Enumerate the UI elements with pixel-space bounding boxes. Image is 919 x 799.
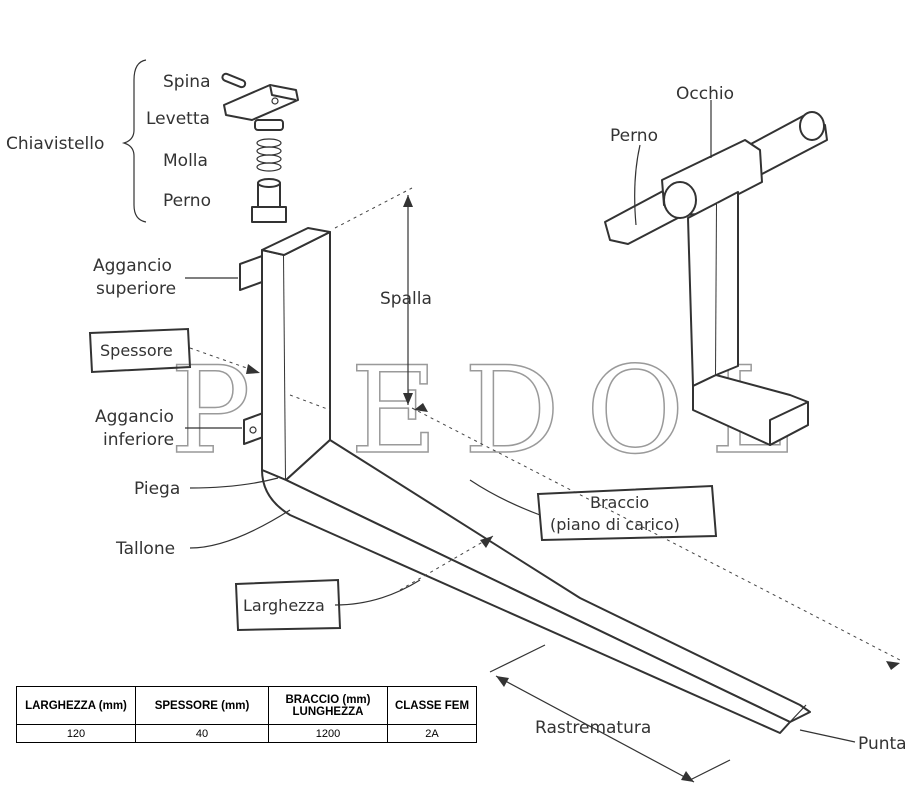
- label-punta: Punta: [858, 734, 907, 754]
- value-spessore: 40: [135, 724, 269, 743]
- spina-part: [221, 72, 247, 89]
- levetta-part: [223, 84, 299, 121]
- label-braccio-2: (piano di carico): [550, 515, 680, 534]
- latch-assembly: [121, 59, 299, 223]
- spec-table-header-row: LARGHEZZA (mm) SPESSORE (mm) BRACCIO (mm…: [16, 686, 477, 725]
- label-larghezza: Larghezza: [243, 596, 325, 615]
- label-spessore: Spessore: [100, 341, 173, 360]
- label-chiavistello: Chiavistello: [6, 134, 104, 154]
- label-perno-right: Perno: [610, 126, 658, 146]
- larghezza-box: [234, 578, 342, 632]
- label-molla: Molla: [163, 151, 208, 171]
- header-larghezza: LARGHEZZA (mm): [16, 686, 136, 725]
- header-classe-fem: CLASSE FEM: [387, 686, 477, 725]
- perno-part: [251, 178, 287, 223]
- spec-table-value-row: 120 40 1200 2A: [16, 724, 477, 743]
- value-braccio-lunghezza: 1200: [268, 724, 388, 743]
- label-tallone: Tallone: [115, 539, 175, 559]
- label-aggancio-superiore-1: Aggancio: [93, 256, 172, 276]
- braccio-part: [285, 439, 811, 723]
- label-aggancio-superiore-2: superiore: [96, 279, 176, 299]
- label-levetta: Levetta: [146, 109, 210, 129]
- spessore-box: [88, 327, 192, 374]
- label-aggancio-inferiore-1: Aggancio: [95, 407, 174, 427]
- header-braccio-lunghezza: BRACCIO (mm) LUNGHEZZA: [268, 686, 388, 725]
- eye-hook-view: [604, 111, 828, 446]
- label-rastrematura: Rastrematura: [535, 718, 651, 738]
- label-perno-left: Perno: [163, 191, 211, 211]
- label-aggancio-inferiore-2: inferiore: [103, 430, 174, 450]
- molla-part: [254, 119, 284, 172]
- label-piega: Piega: [134, 479, 180, 499]
- header-spessore: SPESSORE (mm): [135, 686, 269, 725]
- label-braccio-1: Braccio: [590, 493, 649, 512]
- fork-body: [239, 227, 811, 734]
- chiavistello-bracket: [121, 59, 147, 223]
- label-occhio: Occhio: [676, 84, 734, 104]
- aggancio-superiore-part: [239, 255, 263, 291]
- value-classe-fem: 2A: [387, 724, 477, 743]
- spec-table: LARGHEZZA (mm) SPESSORE (mm) BRACCIO (mm…: [16, 686, 477, 743]
- dimension-lines: [185, 100, 901, 783]
- value-larghezza: 120: [16, 724, 136, 743]
- braccio-box: [536, 484, 718, 542]
- label-spina: Spina: [163, 72, 211, 92]
- label-spalla: Spalla: [380, 289, 432, 309]
